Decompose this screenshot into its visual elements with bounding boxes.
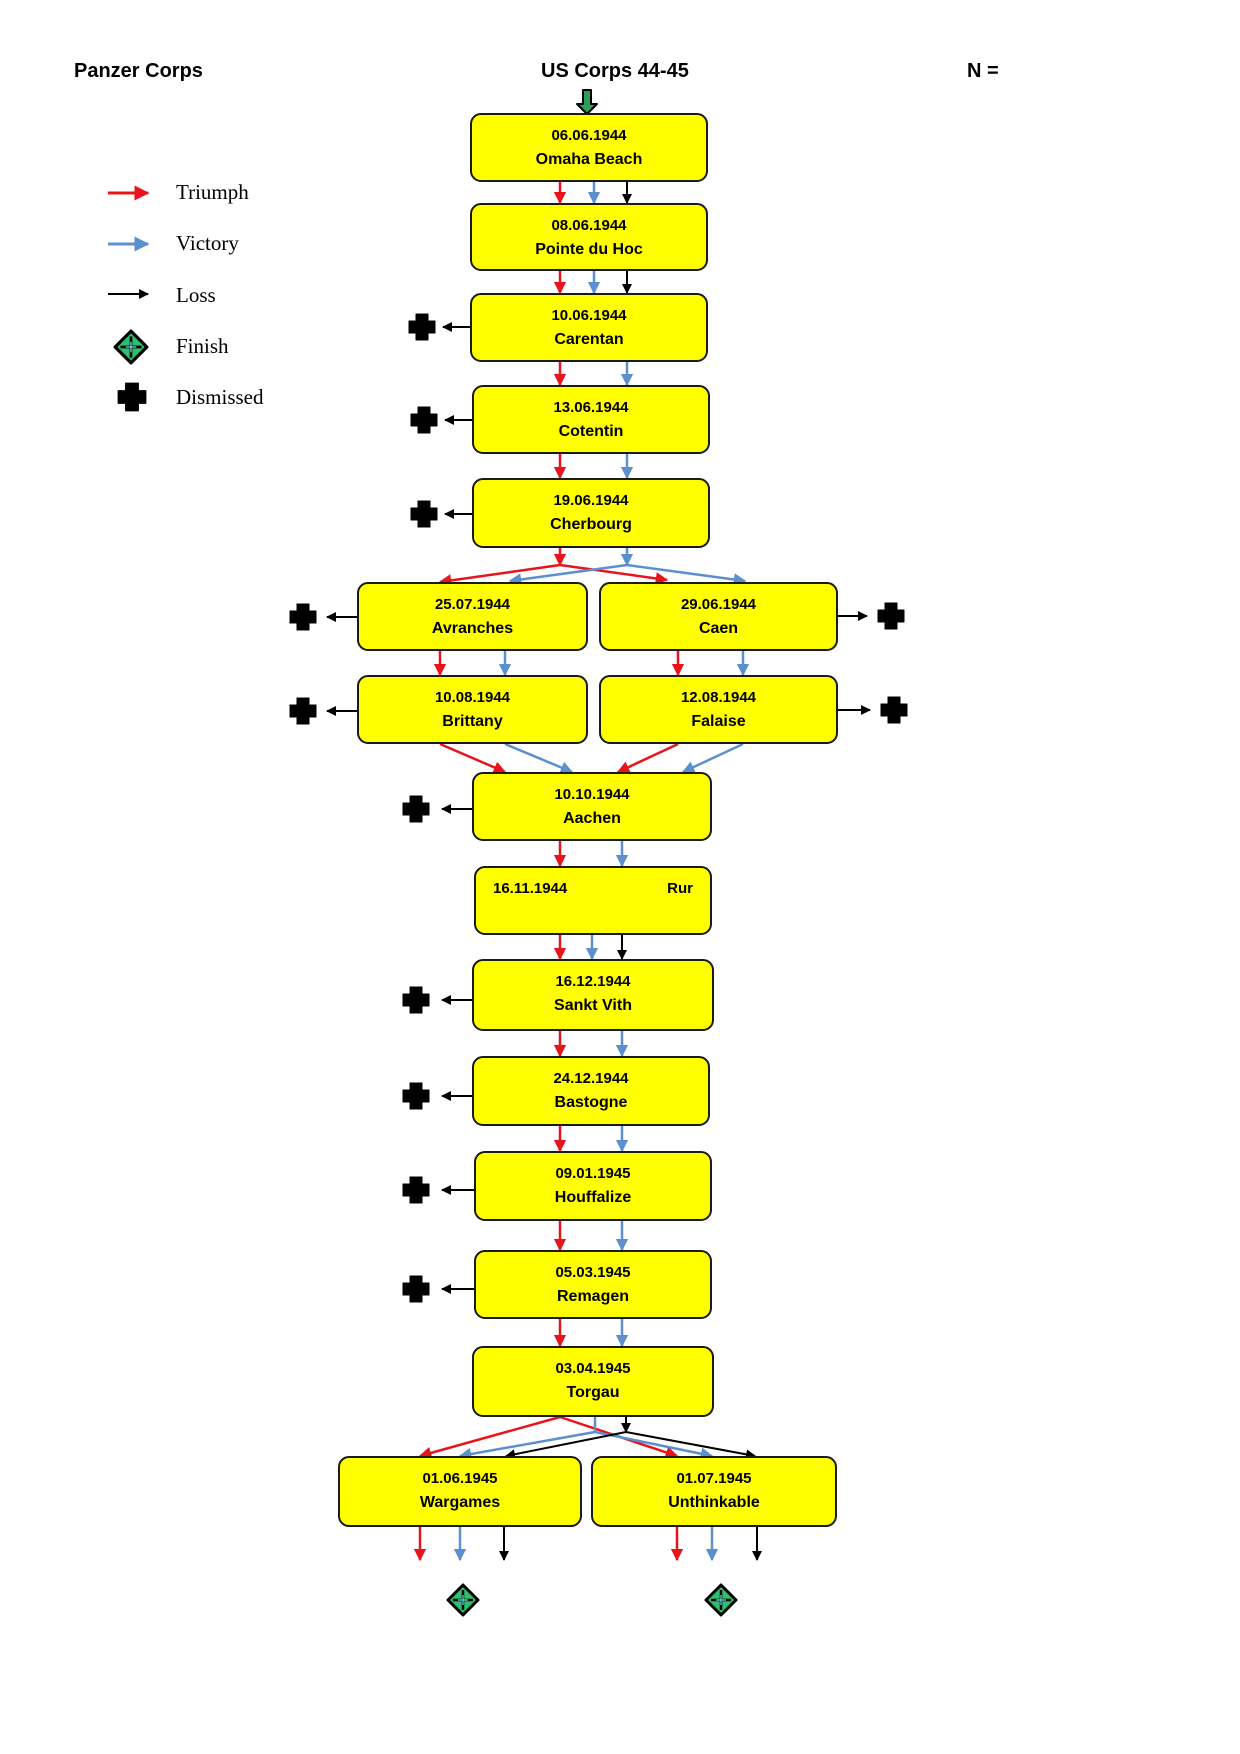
dismissed-icon <box>877 602 905 630</box>
node-cotentin: 13.06.1944 Cotentin <box>472 385 710 454</box>
node-name: Houffalize <box>554 1189 632 1206</box>
node-date: 19.06.1944 <box>553 492 629 509</box>
node-date: 10.10.1944 <box>554 786 630 803</box>
node-name: Caen <box>698 620 739 637</box>
dismissed-icon <box>402 986 430 1014</box>
node-omaha-beach: 06.06.1944 Omaha Beach <box>470 113 708 182</box>
node-carentan: 10.06.1944 Carentan <box>470 293 708 362</box>
node-houffalize: 09.01.1945 Houffalize <box>474 1151 712 1221</box>
node-name: Remagen <box>556 1288 630 1305</box>
node-cherbourg: 19.06.1944 Cherbourg <box>472 478 710 548</box>
victory-arrow <box>681 742 744 774</box>
dismissed-icon <box>402 1176 430 1204</box>
node-date: 03.04.1945 <box>555 1360 631 1377</box>
dismissed-icon <box>289 697 317 725</box>
dismissed-icon <box>880 696 908 724</box>
finish-icon <box>446 1583 480 1617</box>
node-date: 01.06.1945 <box>422 1470 498 1487</box>
node-date: 10.06.1944 <box>551 307 627 324</box>
triumph-arrow <box>438 563 561 587</box>
node-bastogne: 24.12.1944 Bastogne <box>472 1056 710 1126</box>
node-wargames: 01.06.1945 Wargames <box>338 1456 582 1527</box>
node-date: 10.08.1944 <box>434 689 511 706</box>
node-aachen: 10.10.1944 Aachen <box>472 772 712 841</box>
victory-arrow <box>508 563 628 586</box>
header-left: Panzer Corps <box>74 60 203 82</box>
dismissed-icon <box>410 406 438 434</box>
legend-dismissed-label: Dismissed <box>176 385 264 409</box>
node-date: 24.12.1944 <box>553 1070 629 1087</box>
node-name: Wargames <box>419 1494 501 1511</box>
node-caen: 29.06.1944 Caen <box>599 582 838 651</box>
node-remagen: 05.03.1945 Remagen <box>474 1250 712 1319</box>
node-name: Omaha Beach <box>535 151 643 168</box>
legend-icons <box>108 185 150 412</box>
node-date: 25.07.1944 <box>434 596 511 613</box>
loss-arrow <box>505 1431 627 1460</box>
victory-arrow <box>626 563 747 586</box>
triumph-arrow <box>616 742 679 774</box>
node-name: Bastogne <box>554 1094 628 1111</box>
victory-arrow <box>504 742 574 774</box>
legend-triumph-label: Triumph <box>176 180 249 204</box>
header-right: N = <box>967 60 999 82</box>
dismissed-icon <box>402 795 430 823</box>
triumph-arrow <box>439 742 507 774</box>
legend-victory-label: Victory <box>176 231 239 255</box>
node-name: Rur <box>667 880 693 897</box>
node-date: 12.08.1944 <box>680 689 757 706</box>
node-torgau: 03.04.1945 Torgau <box>472 1346 714 1417</box>
node-date: 13.06.1944 <box>553 399 629 416</box>
dismissed-branches <box>289 313 908 1303</box>
node-unthinkable: 01.07.1945 Unthinkable <box>591 1456 837 1527</box>
node-name: Pointe du Hoc <box>535 241 643 258</box>
node-date: 16.12.1944 <box>555 973 631 990</box>
dismissed-icon <box>410 500 438 528</box>
node-name: Falaise <box>691 713 746 730</box>
finish-icon <box>704 1583 738 1617</box>
node-name: Torgau <box>566 1384 620 1401</box>
node-name: Aachen <box>563 810 621 827</box>
dismissed-icon <box>402 1082 430 1110</box>
node-name: Cherbourg <box>550 516 632 533</box>
node-date: 09.01.1945 <box>555 1165 631 1182</box>
start-arrow-icon <box>576 89 598 115</box>
node-brittany: 10.08.1944 Brittany <box>357 675 588 744</box>
node-date: 06.06.1944 <box>551 127 627 144</box>
victory-arrow <box>458 1430 596 1461</box>
node-date: 16.11.1944 <box>493 880 568 897</box>
node-sankt-vith: 16.12.1944 Sankt Vith <box>472 959 714 1031</box>
victory-arrow <box>594 1430 714 1460</box>
node-date: 05.03.1945 <box>555 1264 631 1281</box>
triumph-arrow <box>559 563 669 585</box>
node-name: Brittany <box>442 713 503 730</box>
legend-finish-label: Finish <box>176 334 229 358</box>
finish-markers <box>446 1583 738 1617</box>
node-name: Carentan <box>554 331 624 348</box>
node-rur: 16.11.1944 Rur <box>474 866 712 935</box>
node-date: 08.06.1944 <box>551 217 627 234</box>
node-falaise: 12.08.1944 Falaise <box>599 675 838 744</box>
dismissed-icon <box>402 1275 430 1303</box>
node-date: 01.07.1945 <box>676 1470 752 1487</box>
node-name: Sankt Vith <box>554 997 632 1014</box>
triumph-arrow <box>418 1415 561 1460</box>
node-pointe-du-hoc: 08.06.1944 Pointe du Hoc <box>470 203 708 271</box>
legend-loss-label: Loss <box>176 283 216 307</box>
node-name: Cotentin <box>558 423 624 440</box>
header-center: US Corps 44-45 <box>541 60 689 82</box>
outcome-arrows <box>413 182 762 1562</box>
dismissed-icon <box>289 603 317 631</box>
node-avranches: 25.07.1944 Avranches <box>357 582 588 651</box>
dismissed-icon <box>117 382 147 412</box>
loss-arrow <box>625 1431 756 1460</box>
node-name: Avranches <box>431 620 514 637</box>
dismissed-icon <box>408 313 436 341</box>
node-date: 29.06.1944 <box>680 596 757 613</box>
node-name: Unthinkable <box>668 1494 760 1511</box>
finish-icon <box>113 329 149 365</box>
